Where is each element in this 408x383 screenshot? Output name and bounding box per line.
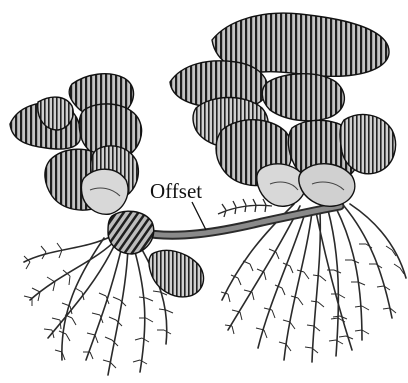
right-rosette [170,13,396,206]
leaf [149,250,204,297]
leaf [262,74,344,121]
side-shoot [218,199,272,217]
offset-pointer-line [192,202,206,230]
left-roots [24,236,167,375]
offset-label: Offset [150,179,202,203]
crown [108,211,154,254]
leaf [340,115,396,174]
leaf [81,169,128,214]
leaf [299,164,355,207]
